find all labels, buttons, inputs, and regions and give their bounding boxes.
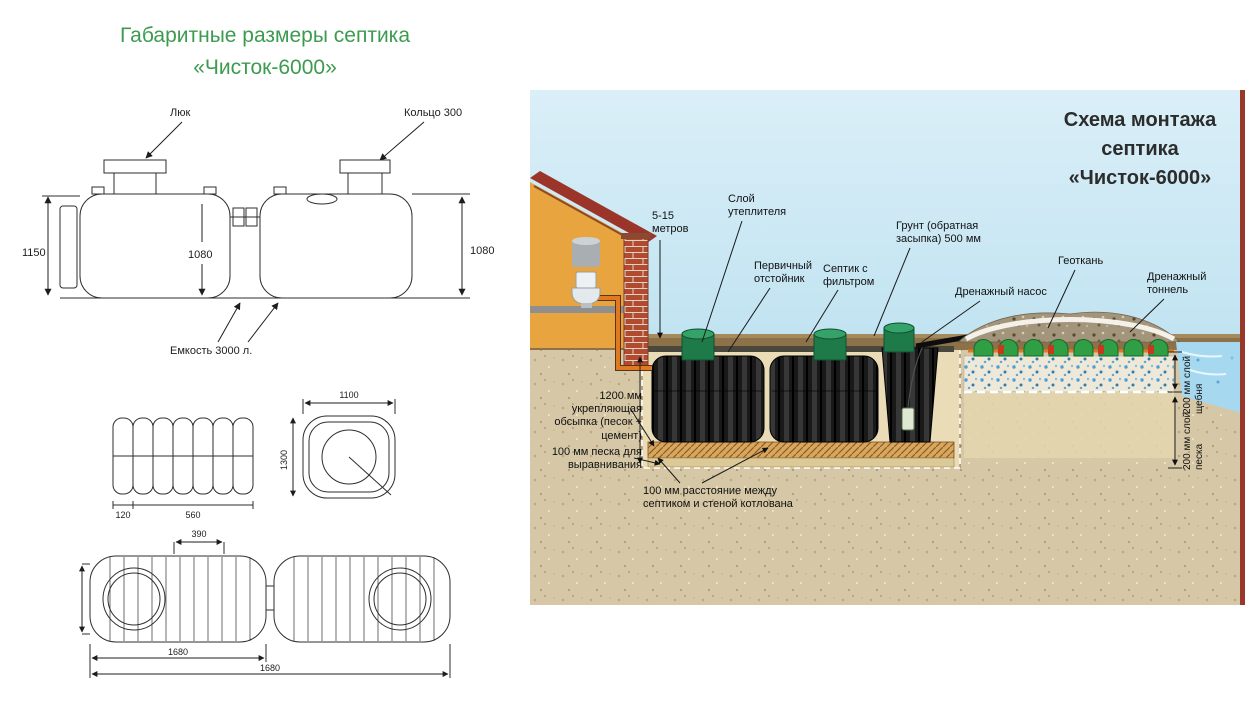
drainage-pump-device [901,407,915,431]
floor [530,306,624,313]
tank2-outline [259,193,413,299]
sewer-pipe [592,296,652,370]
dimensions-title-line2: «Чисток-6000» [193,55,337,79]
label-filter-tank: Септик с фильтром [823,263,875,289]
chimney [623,237,649,371]
dim-560: 560 [185,510,200,520]
scheme-title-line3: «Чисток-6000» [1068,167,1212,189]
pump-well [881,322,939,443]
insulation-layer [648,346,954,352]
label-distance: 5-15 метров [652,210,689,236]
scheme-title-line1: Схема монтажа [1063,109,1217,131]
sky [530,90,1245,342]
toilet-icon [571,237,601,308]
tank1-outline [79,193,231,299]
tank2-ring-neck [347,172,383,195]
tank1-inlet-plate [59,205,78,289]
geotextile-layer [964,317,1176,342]
label-bedding: 1200 мм укрепляющая обсыпка (песок + цем… [554,390,642,442]
label-drain-tunnel: Дренажный тоннель [1147,271,1207,297]
label-sand-leveling: 100 мм песка для выравнивания [551,446,642,472]
label-drain-pump: Дренажный насос [955,286,1047,298]
bedding-layer [647,441,955,459]
label-primary-tank: Первичный отстойник [754,260,812,286]
dim-120: 120 [115,510,130,520]
dim-390: 390 [191,529,206,539]
gravel-mound [957,311,1181,343]
scheme-title-line2: септика [1101,138,1179,160]
tank2-ring-lid [339,159,391,174]
image-edge-strip [1240,90,1245,605]
dim-1080-left: 1080 [188,249,212,261]
ring-label: Кольцо 300 [404,107,462,119]
label-backfill: Грунт (обратная засыпка) 500 мм [896,220,981,246]
capacity-label: Емкость 3000 л. [170,345,252,357]
septic-tank-primary [651,328,765,443]
side-view-drawing: 390 1680 1680 [79,529,451,678]
scene-graphic [530,90,1245,605]
tank1-hatch-lid [103,159,167,174]
hatch-label: Люк [170,107,190,119]
drainage-field [957,311,1181,458]
label-sand-layer: 200 мм слой песка [1182,411,1205,470]
dimension-lines [637,351,1182,469]
dim-1680-a: 1680 [168,647,188,657]
dim-1100: 1100 [339,390,358,400]
dim-1150: 1150 [22,247,46,259]
installation-scheme: Схема монтажа септика «Чисток-6000» 5-15… [530,90,1245,605]
dimensions-title: Габаритные размеры септика «Чисток-6000» [65,20,465,83]
septic-tank-filter [769,328,879,443]
scheme-title: Схема монтажа септика «Чисток-6000» [1035,106,1245,193]
leader-lines [629,220,1165,484]
water-outflow [1176,342,1245,414]
gravel-water-layer [963,355,1175,393]
top-dimension-drawing: Люк Кольцо 300 1150 1080 1080 Емкость 30… [22,107,494,357]
pump-outlet-pipe [915,334,969,349]
label-geotextile: Геоткань [1058,255,1104,267]
roof [530,171,657,243]
label-tank-gap: 100 мм расстояние между септиком и стено… [643,485,793,511]
cross-section-drawings: 120 560 1100 1300 [112,390,396,520]
dim-1680-b: 1680 [260,663,280,673]
dim-1080-right: 1080 [470,245,494,257]
dim-1300: 1300 [279,450,289,470]
tank1-hatch-neck [113,172,157,195]
dimensions-title-line1: Габаритные размеры септика [119,24,411,47]
label-insulation: Слой утеплителя [728,193,787,219]
leveling-sand-layer [647,457,955,468]
